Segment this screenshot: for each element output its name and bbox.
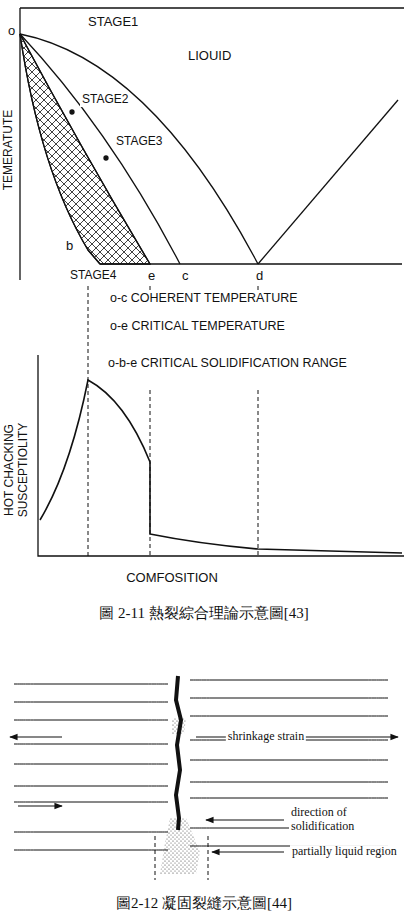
stage-label: STAGE2 [80, 93, 130, 107]
region-label: LIOUID [186, 49, 233, 64]
stage-dot [70, 110, 74, 114]
point-label: o [6, 24, 17, 39]
point-label: b [64, 239, 75, 254]
dendrite-arm [14, 832, 168, 833]
liquidus-line [20, 34, 258, 264]
dendrite-arm [190, 680, 388, 681]
phase-diagram [20, 8, 404, 280]
eutectic-line [100, 263, 402, 264]
dendrite-arm [190, 716, 388, 717]
callout-label: partially liquid region [290, 845, 399, 859]
point-label: e [146, 269, 157, 284]
callout-label: direction of solidification [289, 806, 405, 834]
arrows [10, 737, 398, 852]
liquid-bounds [155, 836, 208, 880]
figure-caption: 圖 2-11 熱裂綜合理論示意圖[43] [97, 605, 310, 622]
liquidus-line [258, 100, 398, 264]
dendrite-arm [14, 764, 168, 765]
plot-axes [38, 355, 404, 556]
callout-label: shrinkage strain [226, 730, 306, 744]
susceptibility-plot [38, 355, 404, 556]
solidus-line [20, 34, 100, 264]
axis-title: TEMERATUTE [2, 108, 16, 192]
legend-note: o-e CRITICAL TEMPERATURE [108, 319, 287, 333]
stage-label: STAGE4 [68, 269, 118, 283]
stage-label: STAGE3 [114, 135, 164, 149]
dendrite-arm [14, 684, 168, 685]
dendrite-arm [190, 798, 388, 799]
axis-title: HOT CHACKING SUSCEPTIOLITY [3, 408, 31, 532]
dendrite-arm [14, 850, 168, 851]
temperature-axis [19, 8, 20, 280]
dendrite-arm [14, 802, 168, 803]
dendrite-arm [14, 744, 168, 745]
dendrite-arm [190, 698, 388, 699]
susceptibility-curve [40, 380, 402, 553]
stage-dot [104, 156, 108, 160]
legend-note: o-c COHERENT TEMPERATURE [108, 291, 300, 305]
point-label: c [180, 269, 191, 284]
critical-line [20, 34, 150, 264]
axis-title: COMFOSITION [124, 571, 220, 586]
dendrite-arm [14, 786, 168, 787]
hatched-region [20, 34, 150, 264]
coherent-line [20, 34, 180, 264]
legend-note: o-b-e CRITICAL SOLIDIFICATION RANGE [108, 356, 398, 370]
stage-label: STAGE1 [86, 15, 140, 30]
dendrite-arm [190, 782, 388, 783]
point-label: d [254, 269, 265, 284]
dendrite-arm [190, 760, 388, 761]
crack [160, 676, 200, 874]
dendrite-arm [14, 720, 168, 721]
dendrite-arm [14, 702, 168, 703]
frame-line [20, 7, 404, 8]
figure-caption: 圖2-12 凝固裂縫示意圖[44] [114, 895, 294, 912]
